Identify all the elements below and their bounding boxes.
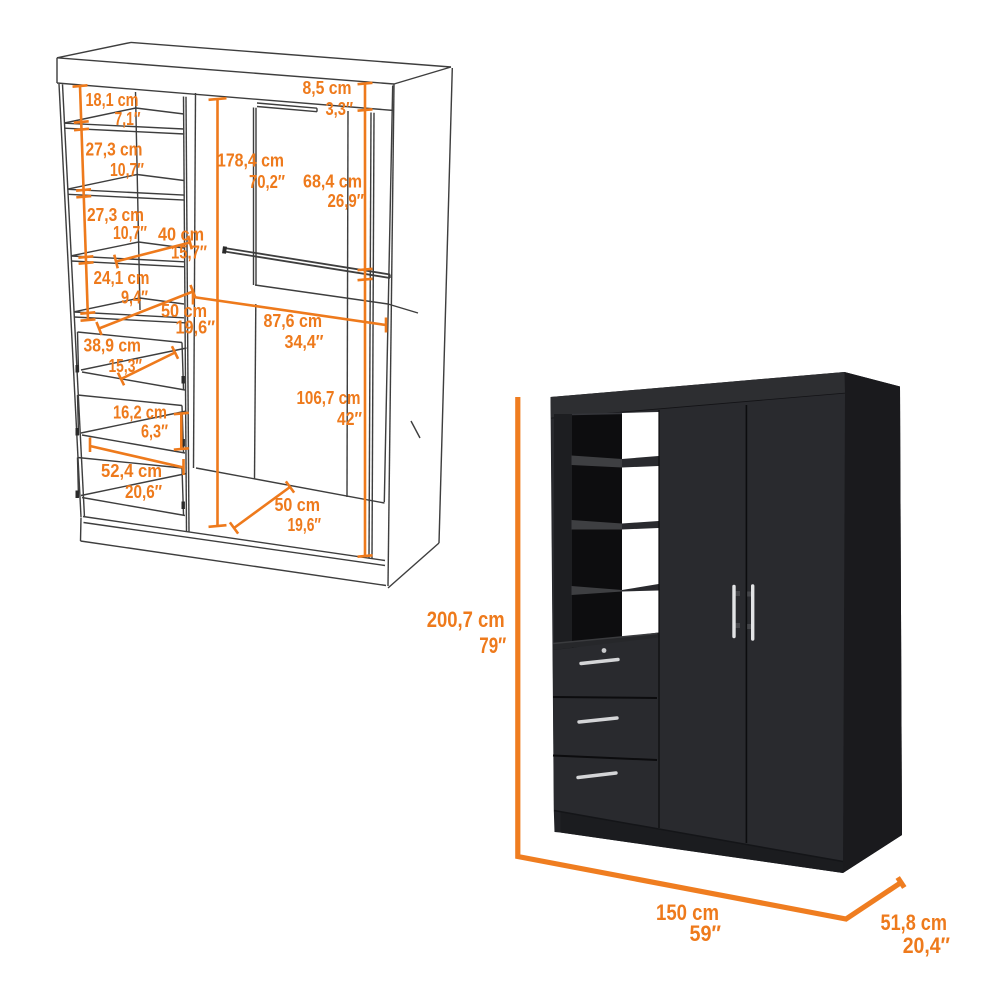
svg-text:15,3″: 15,3″: [109, 356, 143, 376]
svg-text:19,6″: 19,6″: [176, 318, 216, 338]
svg-text:20,6″: 20,6″: [125, 482, 162, 502]
svg-text:20,4″: 20,4″: [903, 933, 951, 958]
svg-text:50 cm: 50 cm: [275, 495, 321, 515]
svg-text:200,7 cm: 200,7 cm: [427, 607, 505, 632]
svg-text:68,4 cm: 68,4 cm: [303, 172, 362, 192]
svg-text:50 cm: 50 cm: [161, 301, 207, 321]
svg-text:10,7″: 10,7″: [113, 223, 147, 243]
svg-text:150 cm: 150 cm: [656, 900, 719, 925]
svg-text:8,5 cm: 8,5 cm: [303, 78, 352, 98]
svg-text:24,1 cm: 24,1 cm: [94, 268, 150, 288]
svg-text:79″: 79″: [479, 633, 506, 658]
svg-text:178,4 cm: 178,4 cm: [217, 151, 284, 171]
svg-text:59″: 59″: [690, 921, 722, 946]
svg-text:87,6 cm: 87,6 cm: [264, 311, 323, 331]
svg-text:106,7 cm: 106,7 cm: [297, 388, 361, 408]
svg-text:51,8 cm: 51,8 cm: [881, 910, 948, 935]
svg-text:18,1 cm: 18,1 cm: [86, 90, 139, 110]
svg-text:10,7″: 10,7″: [110, 160, 144, 180]
svg-text:52,4 cm: 52,4 cm: [101, 461, 162, 481]
svg-text:16,2 cm: 16,2 cm: [113, 403, 167, 423]
svg-text:3,3″: 3,3″: [326, 99, 354, 119]
svg-text:26,9″: 26,9″: [328, 191, 365, 211]
svg-text:6,3″: 6,3″: [141, 422, 168, 442]
svg-text:19,6″: 19,6″: [288, 515, 322, 535]
svg-text:7,1″: 7,1″: [115, 109, 141, 129]
svg-text:9,4″: 9,4″: [121, 288, 148, 308]
svg-text:70,2″: 70,2″: [249, 172, 285, 192]
svg-text:27,3 cm: 27,3 cm: [86, 140, 143, 160]
svg-text:40 cm: 40 cm: [158, 225, 204, 245]
svg-text:34,4″: 34,4″: [285, 332, 324, 352]
svg-text:38,9 cm: 38,9 cm: [84, 336, 142, 356]
svg-text:27,3 cm: 27,3 cm: [87, 205, 144, 225]
svg-text:42″: 42″: [337, 409, 362, 429]
svg-text:15,7″: 15,7″: [171, 243, 207, 263]
